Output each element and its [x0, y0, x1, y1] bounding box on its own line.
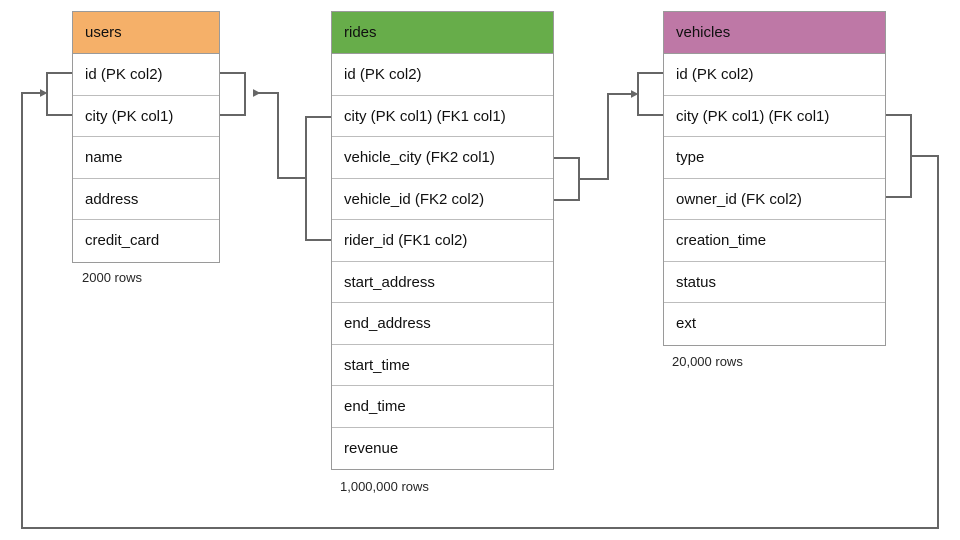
table-rides-title: rides: [344, 24, 377, 41]
connector-vehicles-right-bracket: [886, 114, 912, 198]
table-vehicles-header: vehicles: [664, 12, 885, 54]
table-rides-column-city[interactable]: city (PK col1) (FK1 col1): [332, 95, 553, 137]
connector-rides-to-users: [253, 89, 306, 179]
table-users-column-name[interactable]: name: [73, 137, 219, 179]
connector-rides-to-vehicles: [579, 90, 639, 180]
connector-vehicles-to-users: [21, 89, 939, 529]
table-vehicles-column-id[interactable]: id (PK col2): [664, 54, 885, 96]
table-vehicles-column-type[interactable]: type: [664, 137, 885, 179]
table-rides-column-vehicle-id[interactable]: vehicle_id (FK2 col2): [332, 178, 553, 220]
table-users-column-address[interactable]: address: [73, 178, 219, 220]
table-rides-column-revenue[interactable]: revenue: [332, 427, 553, 469]
table-rides-column-id[interactable]: id (PK col2): [332, 54, 553, 96]
table-users-title: users: [85, 24, 122, 41]
table-rides[interactable]: rides id (PK col2) city (PK col1) (FK1 c…: [331, 11, 554, 470]
table-users-column-credit-card[interactable]: credit_card: [73, 220, 219, 262]
table-users-header: users: [73, 12, 219, 54]
table-rides-column-start-time[interactable]: start_time: [332, 344, 553, 386]
table-rides-row-count: 1,000,000 rows: [340, 479, 429, 494]
table-vehicles[interactable]: vehicles id (PK col2) city (PK col1) (FK…: [663, 11, 886, 346]
table-rides-column-end-address[interactable]: end_address: [332, 303, 553, 345]
connector-users-left-bracket: [46, 72, 72, 116]
table-rides-column-vehicle-city[interactable]: vehicle_city (FK2 col1): [332, 137, 553, 179]
table-users-column-city[interactable]: city (PK col1): [73, 95, 219, 137]
table-users[interactable]: users id (PK col2) city (PK col1) name a…: [72, 11, 220, 263]
table-rides-header: rides: [332, 12, 553, 54]
table-users-column-id[interactable]: id (PK col2): [73, 54, 219, 96]
table-rides-column-end-time[interactable]: end_time: [332, 386, 553, 428]
connector-rides-left-bracket: [305, 116, 331, 241]
table-vehicles-column-status[interactable]: status: [664, 261, 885, 303]
connector-vehicles-left-bracket: [637, 72, 663, 116]
table-vehicles-column-ext[interactable]: ext: [664, 303, 885, 345]
connector-rides-right-bracket: [554, 157, 580, 201]
table-users-row-count: 2000 rows: [82, 270, 142, 285]
table-vehicles-column-city[interactable]: city (PK col1) (FK col1): [664, 95, 885, 137]
table-vehicles-title: vehicles: [676, 24, 731, 41]
table-vehicles-column-creation-time[interactable]: creation_time: [664, 220, 885, 262]
table-vehicles-column-owner-id[interactable]: owner_id (FK col2): [664, 178, 885, 220]
connector-users-right-bracket: [220, 72, 246, 116]
table-rides-column-start-address[interactable]: start_address: [332, 261, 553, 303]
table-vehicles-row-count: 20,000 rows: [672, 354, 743, 369]
table-rides-column-rider-id[interactable]: rider_id (FK1 col2): [332, 220, 553, 262]
